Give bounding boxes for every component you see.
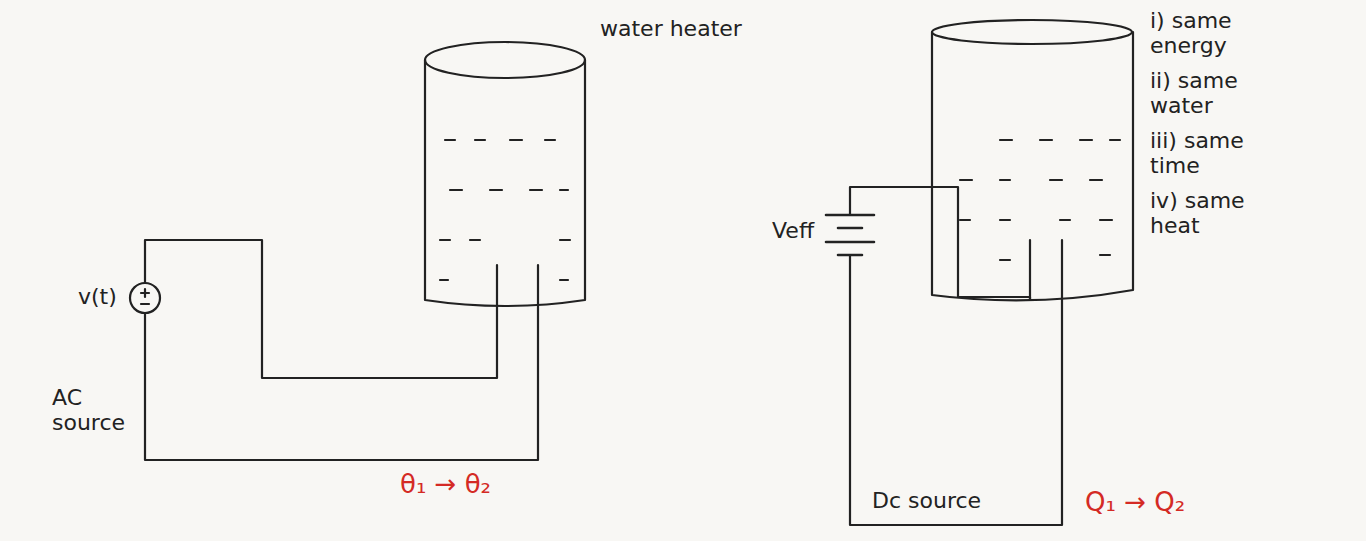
wire: [850, 187, 1062, 525]
note: θ₁ → θ₂: [400, 470, 491, 500]
note: Q₁ → Q₂: [1085, 488, 1185, 518]
signal-name: Veff: [772, 218, 822, 243]
part-name: AC source: [52, 385, 142, 436]
ac-source-symbol: [130, 283, 160, 313]
note: iv) same heat: [1150, 188, 1260, 239]
note: ii) same water: [1150, 68, 1260, 119]
note: i) same energy: [1150, 8, 1260, 59]
signal-name: v(t): [78, 284, 138, 309]
part-name: Dc source: [872, 488, 1032, 513]
battery-symbol: [826, 215, 874, 255]
part-name: water heater: [600, 16, 800, 41]
water-heater-left: [425, 42, 585, 306]
wire: [145, 240, 538, 460]
water-heater-right: [932, 20, 1133, 300]
note: iii) same time: [1150, 128, 1260, 179]
